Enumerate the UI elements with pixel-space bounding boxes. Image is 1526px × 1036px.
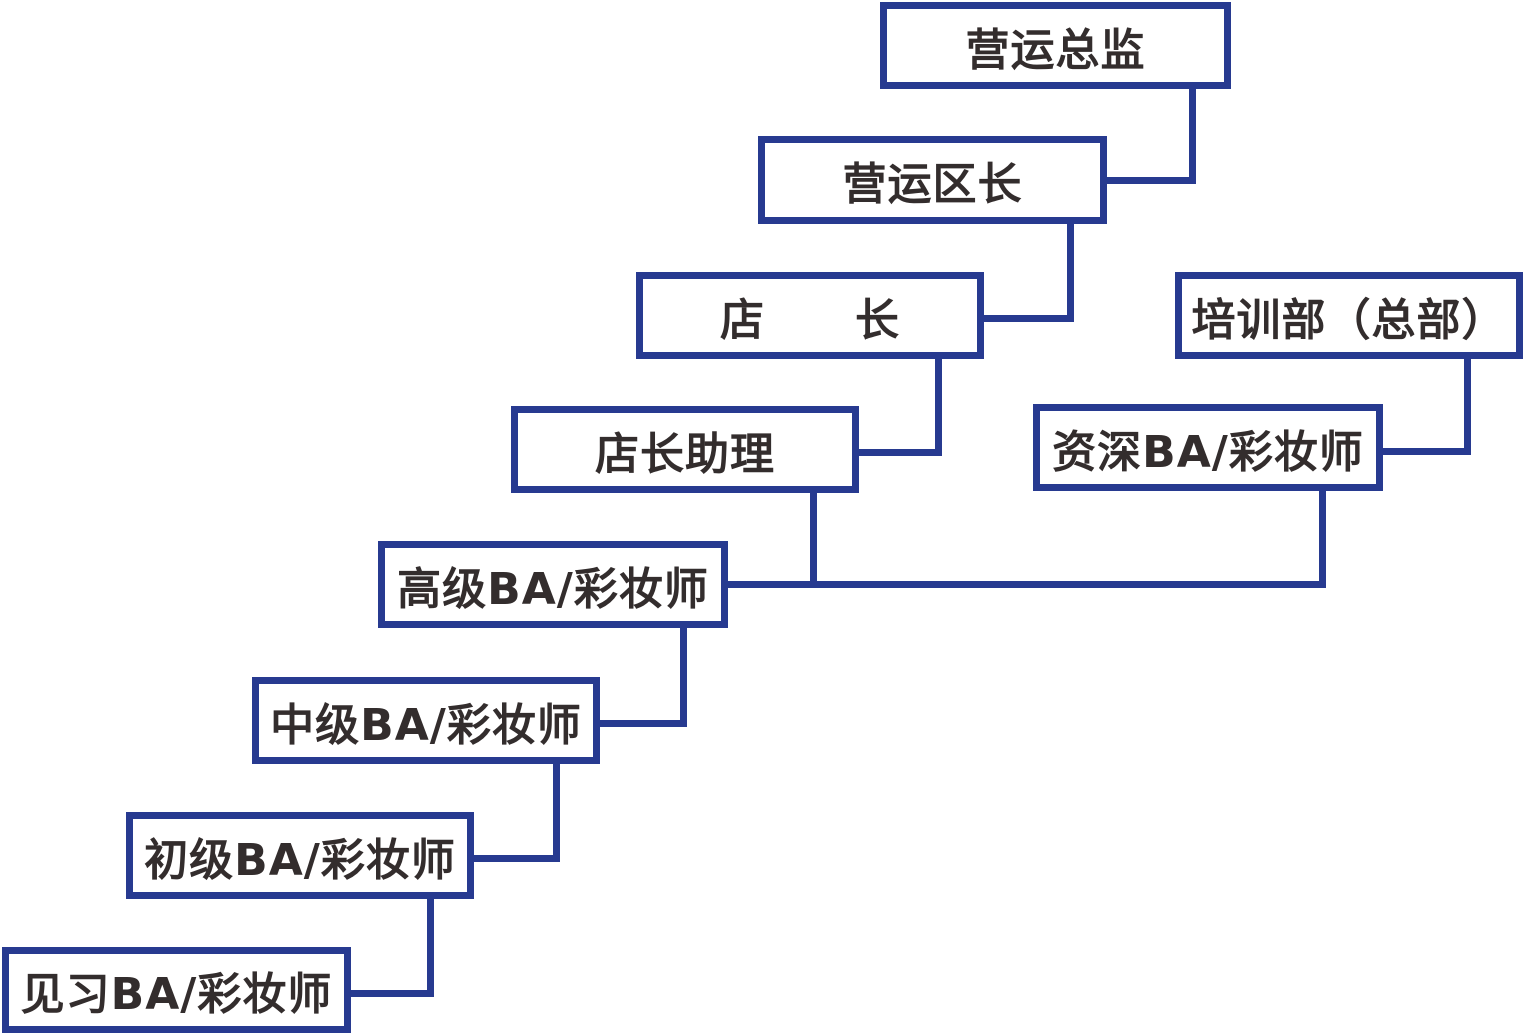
connector-storemanager-assistant-horizontal: [856, 449, 942, 456]
node-store-manager-assistant: 店长助理: [511, 406, 859, 493]
connector-storemanager-assistant-vertical: [935, 354, 942, 456]
connector-trainingdept-seniorba-vertical: [1464, 354, 1471, 455]
node-store-manager: 店 长: [636, 272, 984, 359]
connector-advancedba-bus-horizontal: [725, 581, 1326, 588]
node-training-dept-hq: 培训部（总部）: [1175, 272, 1523, 359]
connector-trainingdept-seniorba-horizontal: [1380, 448, 1471, 455]
connector-director-areamanager-vertical: [1189, 85, 1196, 184]
node-senior-ba-label: 资深BA/彩妆师: [1052, 426, 1364, 478]
node-store-manager-assistant-label: 店长助理: [595, 428, 775, 480]
node-store-manager-label: 店 长: [720, 294, 900, 346]
node-intermediate-ba: 中级BA/彩妆师: [252, 677, 600, 764]
node-advanced-ba: 高级BA/彩妆师: [378, 541, 728, 628]
node-operations-director: 营运总监: [880, 2, 1231, 89]
connector-juniorba-traineeba-vertical: [427, 894, 434, 997]
connector-juniorba-traineeba-horizontal: [348, 990, 434, 997]
node-senior-ba: 资深BA/彩妆师: [1033, 404, 1383, 491]
node-intermediate-ba-label: 中级BA/彩妆师: [270, 699, 582, 751]
node-junior-ba: 初级BA/彩妆师: [126, 812, 474, 899]
node-operations-director-label: 营运总监: [965, 24, 1146, 76]
node-advanced-ba-label: 高级BA/彩妆师: [397, 563, 709, 615]
connector-areamanager-storemanager-vertical: [1067, 220, 1074, 322]
node-training-dept-hq-label: 培训部（总部）: [1191, 294, 1507, 346]
node-trainee-ba: 见习BA/彩妆师: [2, 947, 351, 1033]
connector-director-areamanager-horizontal: [1104, 177, 1196, 184]
connector-intermediateba-juniorba-horizontal: [471, 855, 560, 862]
connector-seniorba-advancedba-vertical: [1319, 486, 1326, 588]
connector-intermediateba-juniorba-vertical: [553, 759, 560, 862]
node-trainee-ba-label: 见习BA/彩妆师: [20, 969, 333, 1020]
node-junior-ba-label: 初级BA/彩妆师: [144, 834, 456, 886]
node-operations-area-manager-label: 营运区长: [842, 159, 1023, 210]
connector-advancedba-intermediateba-vertical: [680, 623, 687, 727]
connector-advancedba-intermediateba-horizontal: [597, 720, 687, 727]
connector-assistant-advancedba-vertical: [810, 488, 817, 588]
connector-areamanager-storemanager-horizontal: [981, 315, 1074, 322]
node-operations-area-manager: 营运区长: [758, 136, 1107, 224]
